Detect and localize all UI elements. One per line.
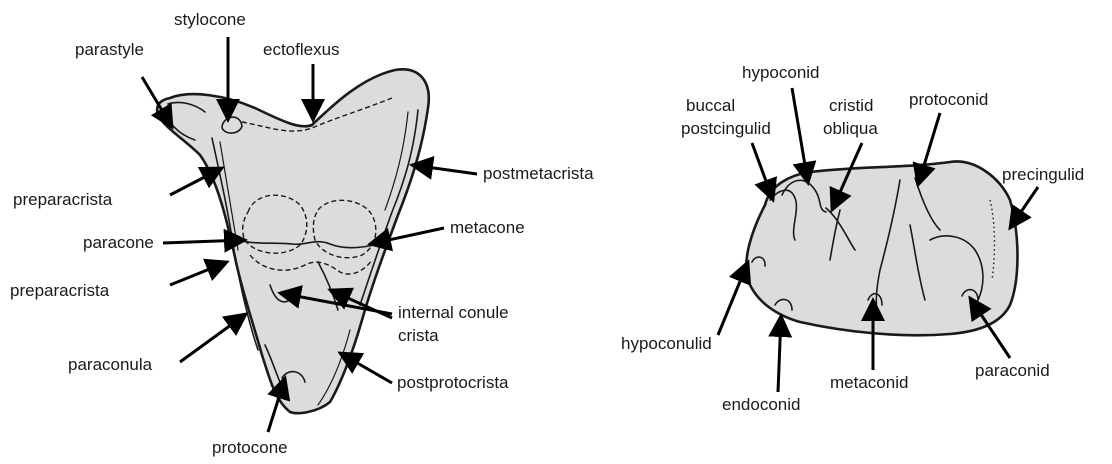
label-hypoconid: hypoconid (742, 63, 820, 82)
label-paracone: paracone (83, 233, 154, 252)
label-cristid-line1: cristid (829, 96, 873, 115)
label-preparacrista-lower: preparacrista (10, 281, 110, 300)
label-precingulid: precingulid (1002, 165, 1084, 184)
label-buccal-line1: buccal (686, 96, 735, 115)
label-metaconid: metaconid (830, 373, 908, 392)
label-internal-conule-line2: crista (398, 326, 439, 345)
label-protocone: protocone (212, 438, 288, 457)
label-protoconid: protoconid (909, 90, 988, 109)
label-postprotocrista: postprotocrista (397, 373, 509, 392)
label-paraconula: paraconula (68, 355, 153, 374)
label-parastyle: parastyle (75, 40, 144, 59)
label-stylocone: stylocone (174, 10, 246, 29)
label-endoconid: endoconid (722, 395, 800, 414)
label-postmetacrista: postmetacrista (483, 164, 594, 183)
label-paraconid: paraconid (975, 361, 1050, 380)
label-buccal-line2: postcingulid (681, 119, 771, 138)
label-internal-conule-line1: internal conule (398, 303, 509, 322)
label-hypoconulid: hypoconulid (621, 334, 712, 353)
label-ectoflexus: ectoflexus (263, 40, 340, 59)
label-cristid-line2: obliqua (823, 119, 878, 138)
label-preparacrista-upper: preparacrista (13, 190, 113, 209)
label-metacone: metacone (450, 218, 525, 237)
